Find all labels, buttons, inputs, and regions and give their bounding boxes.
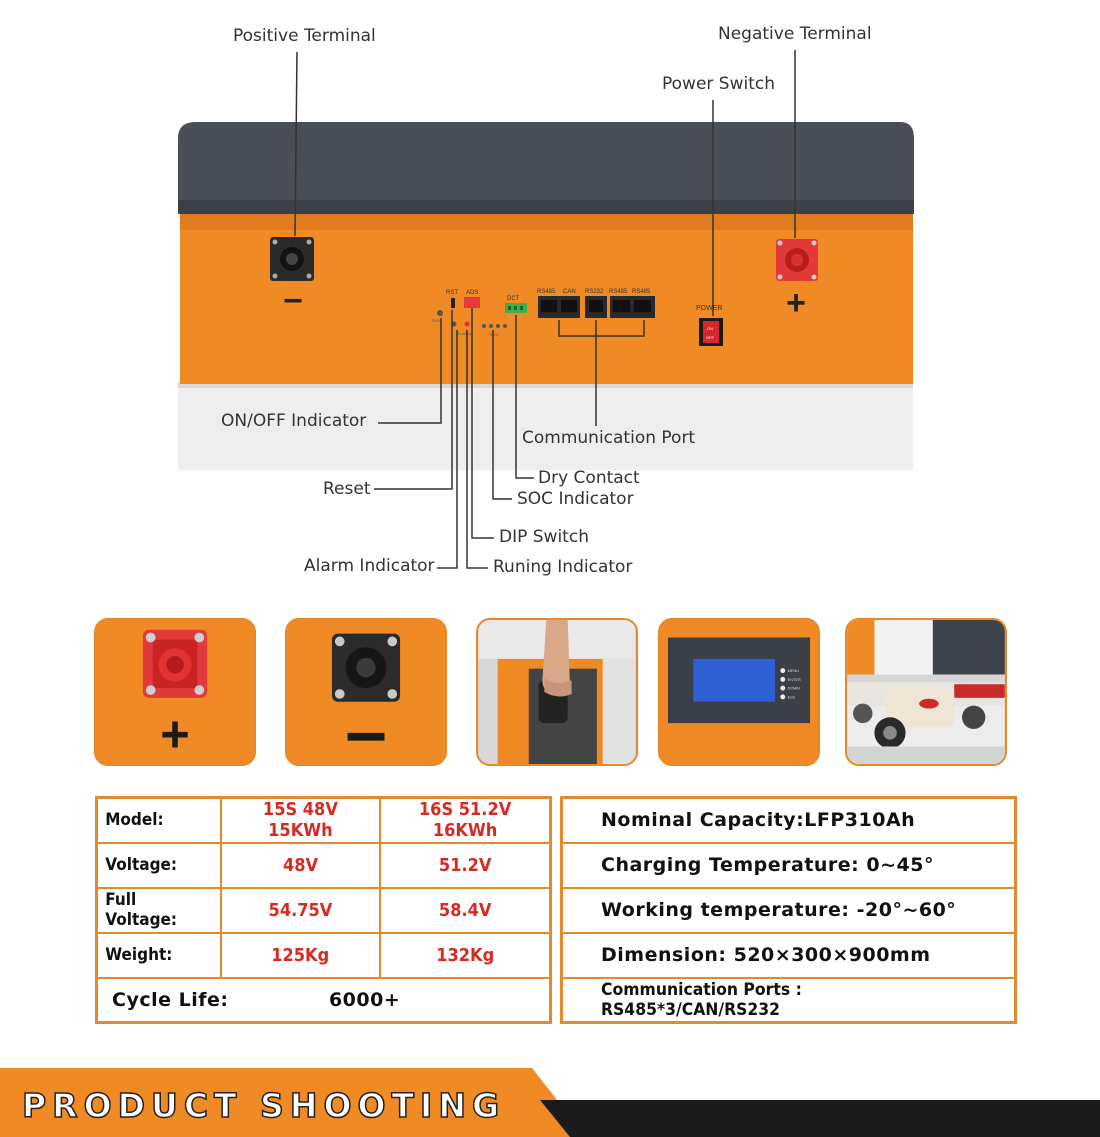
dimension: Dimension: 520×300×900mm [560,931,1017,979]
callout-on-off-indicator: ON/OFF Indicator [221,411,367,431]
thumb-handle [476,618,638,766]
running-led [464,321,470,327]
callout-alarm-indicator: Alarm Indicator [304,556,435,576]
thumb-minus-sign [347,732,385,741]
port-label-can: CAN [563,289,576,295]
table-row: Full Voltage: 54.75V 58.4V [95,886,552,934]
esc-button[interactable] [780,694,786,700]
model-15s: 15S 48V 15KWh [262,799,338,842]
model-16s: 16S 51.2V 16KWh [418,799,512,842]
enter-label: ENTER [788,677,801,682]
general-spec-table: Nominal Capacity:LFP310Ah Charging Tempe… [560,796,1017,1024]
battery-lid [178,122,914,214]
thumb-wheels [845,618,1007,766]
dip-switch-graphic[interactable] [464,297,480,308]
model-spec-table: Model: 15S 48V 15KWh 16S 51.2V 16KWh Vol… [95,796,552,1024]
port-label-rs485-c: RS485 [632,289,651,295]
switch-on-label: ON [707,326,713,331]
on-off-led [437,310,443,316]
dct-label: DCT [507,296,520,302]
callout-dry-contact: Dry Contact [538,468,640,488]
enter-button[interactable] [780,676,786,682]
full-voltage-label: Full Voltage: [105,890,178,930]
down-label: DOWN [788,686,800,691]
table-row: Communication Ports : RS485*3/CAN/RS232 [560,976,1017,1024]
callout-negative-terminal: Negative Terminal [718,24,872,44]
minus-sign: − [283,282,303,320]
banner-title: PRODUCT SHOOTING [21,1085,506,1126]
switch-off-label: OFF [706,335,715,340]
plus-sign: + [786,284,806,322]
weight-16s: 132Kg [435,944,494,966]
table-row: Charging Temperature: 0~45° [560,841,1017,889]
table-row: Cycle Life: 6000+ [95,976,552,1024]
down-button[interactable] [780,685,786,691]
battery-base [178,382,913,470]
table-row: Weight: 125Kg 132Kg [95,931,552,979]
full-voltage-15s: 54.75V [268,899,333,921]
esc-label: ESC [788,694,796,699]
menu-button[interactable] [780,668,786,674]
table-row: Dimension: 520×300×900mm [560,931,1017,979]
power-label: POWER [696,305,722,312]
charging-temperature: Charging Temperature: 0~45° [560,841,1017,889]
cycle-life-label: Cycle Life: [112,988,229,1011]
lcd-screen [693,658,775,702]
full-voltage-16s: 58.4V [438,899,492,921]
callout-running-indicator: Runing Indicator [493,557,633,577]
table-row: Model: 15S 48V 15KWh 16S 51.2V 16KWh [95,796,552,844]
weight-15s: 125Kg [271,944,330,966]
control-panel: RST ADS RUN ALARM SOC DCT RS485 CAN RS23… [432,289,723,346]
thumb-display: MENU ENTER DOWN ESC [658,618,820,766]
rst-label: RST [446,290,458,296]
callout-reset: Reset [323,479,371,499]
battery-diagram: − + RST ADS RUN ALARM SOC DCT RS485 CAN … [178,24,914,577]
voltage-label: Voltage: [105,855,178,875]
callout-power-switch: Power Switch [662,74,776,94]
thumb-negative-terminal [285,618,447,766]
callout-positive-terminal: Positive Terminal [233,26,376,46]
voltage-15s: 48V [282,854,318,876]
voltage-16s: 51.2V [438,854,492,876]
working-temperature: Working temperature: -20°~60° [560,886,1017,934]
table-row: Voltage: 48V 51.2V [95,841,552,889]
alarm-label: ALARM [457,331,471,336]
ads-label: ADS [466,290,478,296]
soc-label: SOC [490,332,499,337]
thumb-plus-sign: + [160,705,190,762]
menu-label: MENU [788,668,800,673]
run-label: RUN [432,318,441,323]
callout-soc-indicator: SOC Indicator [517,489,634,509]
callout-dip-switch: DIP Switch [499,527,589,547]
nominal-capacity: Nominal Capacity:LFP310Ah [560,796,1017,844]
callout-communication-port: Communication Port [522,428,696,448]
weight-label: Weight: [105,945,173,965]
model-label: Model: [105,810,164,831]
cycle-life-value: 6000+ [328,988,401,1011]
thumb-positive-terminal: + [94,618,256,766]
table-row: Nominal Capacity:LFP310Ah [560,796,1017,844]
callout-lines [294,50,796,569]
reset-button[interactable] [451,298,455,308]
table-row: Working temperature: -20°~60° [560,886,1017,934]
battery-illustration: − + RST ADS RUN ALARM SOC DCT RS485 CAN … [178,50,914,569]
port-label-rs485-a: RS485 [537,289,556,295]
negative-terminal-graphic [270,237,314,281]
port-label-rs232: RS232 [585,289,604,295]
communication-ports: Communication Ports : RS485*3/CAN/RS232 [601,979,802,1020]
port-label-rs485-b: RS485 [609,289,628,295]
product-shooting-banner [0,1068,1100,1137]
positive-terminal-graphic [776,239,818,281]
